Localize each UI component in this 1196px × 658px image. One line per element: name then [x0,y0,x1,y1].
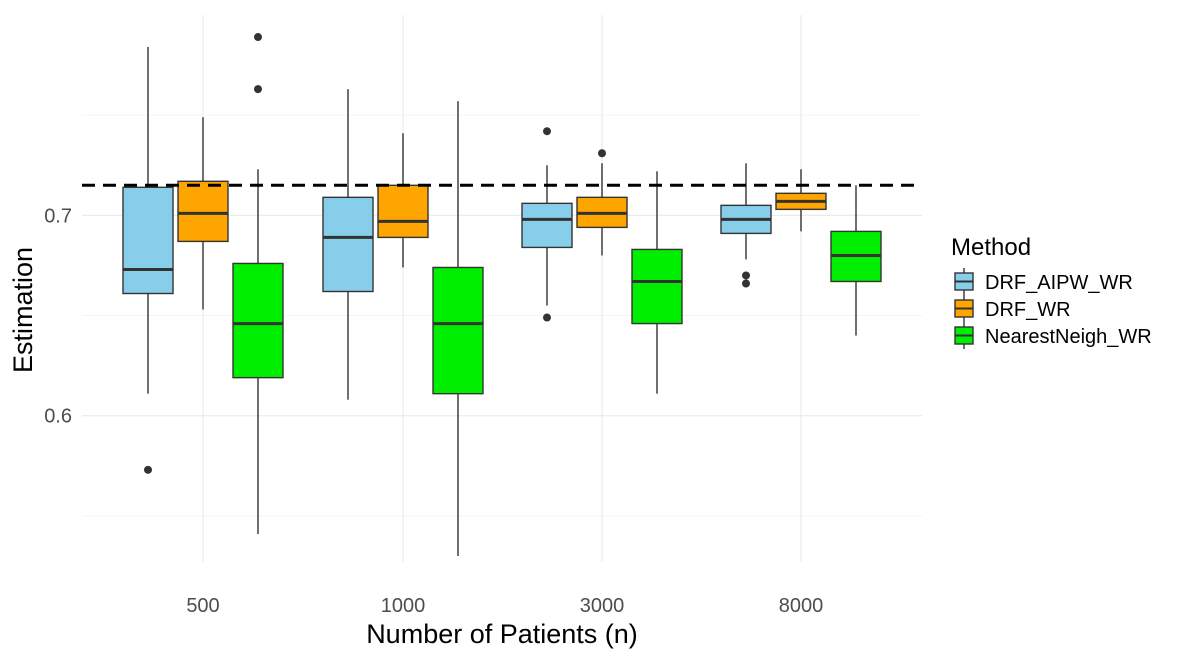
legend-item-DRF_AIPW_WR: DRF_AIPW_WR [954,268,1133,295]
tick-labels-layer: 0.6 0.7 500 1000 3000 8000 [44,205,823,617]
box-DRF_AIPW_WR-3000 [521,127,573,322]
outlier-point-1 [742,279,750,288]
outlier-point-1 [543,313,551,322]
legend-item-DRF_WR: DRF_WR [954,295,1071,322]
box-DRF_WR-500 [177,117,229,310]
box-body [122,186,174,295]
legend-title: Method [951,234,1031,261]
boxes-layer [122,33,882,556]
box-NearestNeigh_WR-500 [232,33,284,534]
outlier-point-0 [254,33,262,42]
box-DRF_AIPW_WR-1000 [322,89,374,400]
outlier-point-0 [144,465,152,474]
box-DRF_WR-1000 [377,133,429,268]
box-body [432,266,484,395]
box-NearestNeigh_WR-8000 [830,185,882,336]
box-body [177,180,229,243]
outlier-point-0 [543,127,551,136]
legend-label-0: DRF_AIPW_WR [985,272,1133,294]
box-DRF_AIPW_WR-500 [122,47,174,474]
x-tick-label-3: 8000 [779,595,824,617]
legend-items: DRF_AIPW_WR DRF_WR NearestNeigh_WR [954,268,1152,349]
box-NearestNeigh_WR-1000 [432,101,484,556]
box-body [377,184,429,239]
x-tick-label-0: 500 [186,595,219,617]
y-tick-label-1: 0.7 [44,205,72,227]
outlier-point-0 [598,149,606,158]
y-tick-label-0: 0.6 [44,406,72,428]
box-body [232,262,284,379]
outlier-point-1 [254,85,262,94]
legend: Method DRF_AIPW_WR DRF_WR NearestNeigh_WR [951,234,1152,349]
x-tick-label-1: 1000 [381,595,426,617]
box-DRF_AIPW_WR-8000 [720,163,772,288]
x-tick-label-2: 3000 [580,595,625,617]
legend-label-2: NearestNeigh_WR [985,326,1152,348]
box-NearestNeigh_WR-3000 [631,171,683,394]
grid-lines [82,15,922,562]
box-body [631,248,683,325]
box-body [322,196,374,293]
x-axis-title: Number of Patients (n) [366,619,638,649]
y-axis-title: Estimation [8,247,38,373]
outlier-point-0 [742,271,750,280]
box-body [521,202,573,249]
legend-label-1: DRF_WR [985,299,1071,321]
legend-item-NearestNeigh_WR: NearestNeigh_WR [954,322,1152,349]
box-DRF_WR-8000 [775,169,827,232]
box-DRF_WR-3000 [576,149,628,256]
